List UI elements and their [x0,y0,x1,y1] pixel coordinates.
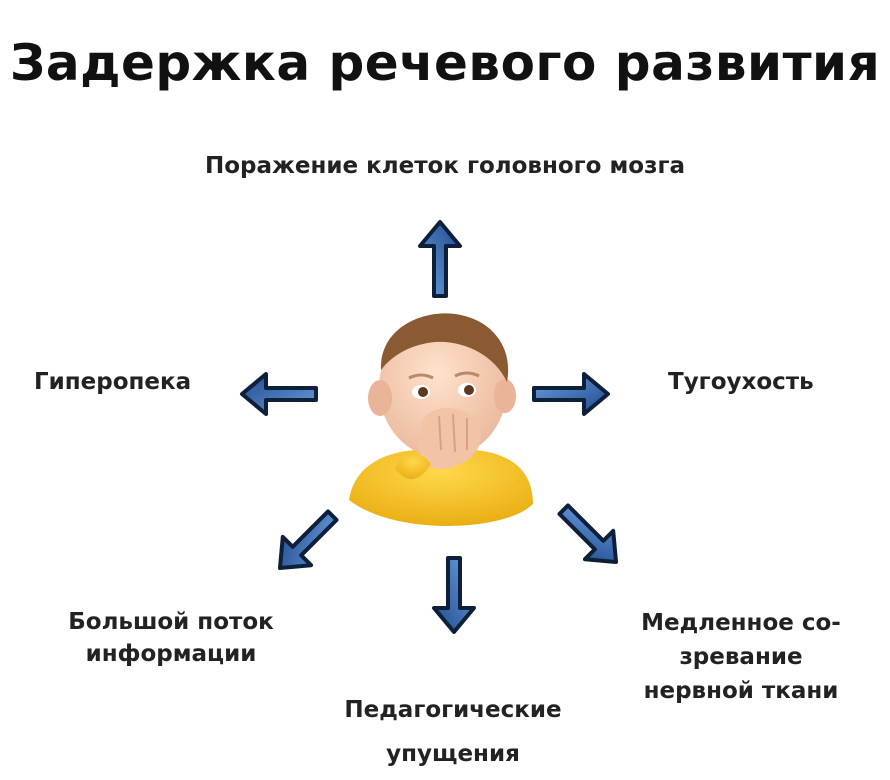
cause-brain-damage: Поражение клеток головного мозга [205,153,685,179]
cause-information-overload-line-1: Большой поток [68,609,274,635]
cause-slow-maturation-line-3: нервной ткани [643,678,839,704]
child-covering-mouth-icon [349,313,533,526]
cause-slow-maturation: Медленное со- зревание нервной ткани [620,606,862,708]
diagram-title: Задержка речевого развития [9,34,881,92]
cause-overprotection: Гиперопека [34,369,192,395]
cause-information-overload: Большой поток информации [40,606,302,670]
cause-slow-maturation-line-1: Медленное со- [641,610,841,636]
arrow-down-icon [432,556,476,634]
arrow-left-icon [240,372,318,416]
cause-hearing-loss: Тугоухость [668,369,814,395]
cause-pedagogical-neglect: Педагогические упущения [318,688,588,776]
arrow-up-icon [418,220,462,298]
arrow-down-right-icon [550,496,631,577]
cause-information-overload-line-2: информации [85,641,257,667]
cause-pedagogical-neglect-line-1: Педагогические [344,697,562,723]
cause-pedagogical-neglect-line-2: упущения [386,741,520,767]
cause-slow-maturation-line-2: зревание [679,644,803,670]
